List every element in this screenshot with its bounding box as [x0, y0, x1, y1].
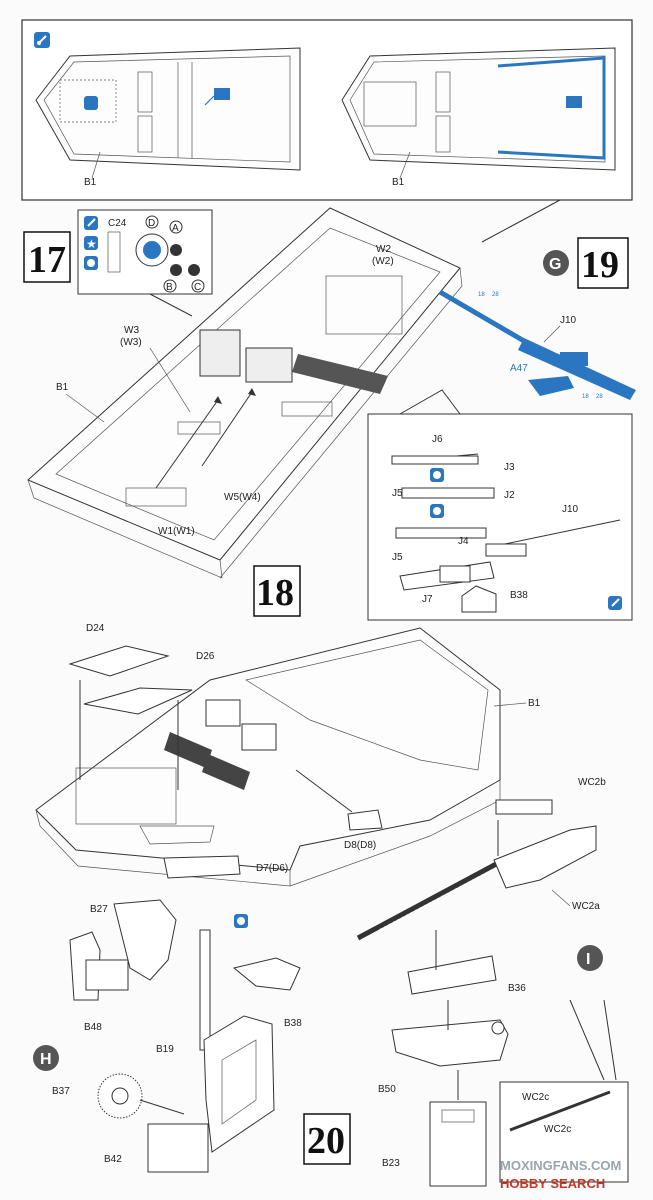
label-b1-right: B1 — [392, 177, 405, 188]
ref-18-b: 18 — [582, 394, 589, 400]
label-j4: J4 — [458, 536, 469, 547]
step-17: 17 ★ C24 D A B C — [23, 207, 463, 579]
decal-icon — [430, 468, 444, 482]
label-w3b: (W3) — [120, 337, 142, 348]
label-b1-17: B1 — [56, 382, 69, 393]
label-d8: D8(D8) — [344, 840, 376, 851]
marker-g — [543, 250, 569, 276]
label-b23: B23 — [382, 1158, 400, 1169]
label-j5-b: J5 — [392, 552, 403, 563]
marker-h-letter: H — [40, 1051, 52, 1068]
decal-icon — [234, 914, 248, 928]
label-d7: D7(D6) — [256, 863, 288, 874]
label-wc2c-small: WC2c — [522, 1092, 549, 1103]
label-w5: W5(W4) — [224, 492, 261, 503]
circle-label-b: B — [166, 282, 173, 293]
circle-label-a: A — [172, 223, 179, 234]
step-19: G 19 18 28 J10 A47 18 28 J6 J3 J5 J2 — [367, 237, 636, 621]
gun-j10 — [438, 289, 636, 400]
step-20: WC2b WC2a B36 B50 B23 I WC2c WC2c B27 B4… — [33, 777, 629, 1187]
marker-h — [33, 1045, 59, 1071]
ref-18-a: 18 — [478, 292, 485, 298]
label-b27: B27 — [90, 904, 108, 915]
decal-icon — [84, 256, 98, 270]
decal-icon — [430, 504, 444, 518]
machine-gun-wc2a — [356, 799, 597, 941]
label-j10-inset: J10 — [562, 504, 579, 515]
svg-text:★: ★ — [86, 237, 97, 251]
paint-icon — [34, 32, 50, 48]
label-b1-18: B1 — [528, 698, 541, 709]
ref-28-a: 28 — [492, 292, 499, 298]
label-b48: B48 — [84, 1022, 102, 1033]
hull-top-view-left — [35, 47, 301, 171]
label-b19: B19 — [156, 1044, 174, 1055]
label-d26: D26 — [196, 651, 215, 662]
paint-icon — [84, 216, 98, 230]
label-j10-top: J10 — [560, 315, 577, 326]
step-number-20: 20 — [307, 1120, 345, 1162]
hull-top-view-right — [341, 47, 616, 171]
label-b50: B50 — [378, 1084, 396, 1095]
label-b38-inset: B38 — [510, 590, 528, 601]
label-w2: W2 — [376, 244, 391, 255]
ref-28-b: 28 — [596, 394, 603, 400]
label-b42: B42 — [104, 1154, 122, 1165]
marker-i — [577, 945, 603, 971]
label-wc2a: WC2a — [572, 901, 600, 912]
label-w2b: (W2) — [372, 256, 394, 267]
label-wc2c: WC2c — [544, 1124, 571, 1135]
marker-g-letter: G — [549, 256, 561, 273]
label-j7: J7 — [422, 594, 433, 605]
paint-icon — [608, 596, 622, 610]
label-j2: J2 — [504, 490, 515, 501]
watermark-line1: MOXINGFANS.COM — [500, 1158, 621, 1173]
label-c24: C24 — [108, 218, 127, 229]
label-j5-a: J5 — [392, 488, 403, 499]
decal-star-icon: ★ — [84, 236, 98, 251]
label-b1-left: B1 — [84, 177, 97, 188]
label-w3: W3 — [124, 325, 139, 336]
hull-interior-17 — [27, 207, 463, 579]
label-b37: B37 — [52, 1086, 70, 1097]
step-number-18: 18 — [256, 572, 294, 614]
label-wc2b: WC2b — [578, 777, 606, 788]
marker-i-letter: I — [586, 951, 590, 968]
label-w1: W1(W1) — [158, 526, 195, 537]
circle-label-d: D — [148, 218, 155, 229]
label-b36: B36 — [508, 983, 526, 994]
watermark: MOXINGFANS.COM HOBBY SEARCH — [500, 1158, 621, 1191]
top-reference-panel: B1 B1 — [21, 19, 633, 201]
step-number-17: 17 — [28, 239, 66, 281]
circle-label-c: C — [194, 282, 201, 293]
label-a47: A47 — [510, 363, 528, 374]
step-number-19: 19 — [581, 244, 619, 286]
label-b38: B38 — [284, 1018, 302, 1029]
step-18: 18 D24 D26 B1 D8(D8) D7(D6) — [35, 565, 541, 887]
label-d24: D24 — [86, 623, 105, 634]
label-j3: J3 — [504, 462, 515, 473]
watermark-line2: HOBBY SEARCH — [500, 1176, 605, 1191]
wc2c-inset — [499, 1081, 629, 1183]
label-j6: J6 — [432, 434, 443, 445]
